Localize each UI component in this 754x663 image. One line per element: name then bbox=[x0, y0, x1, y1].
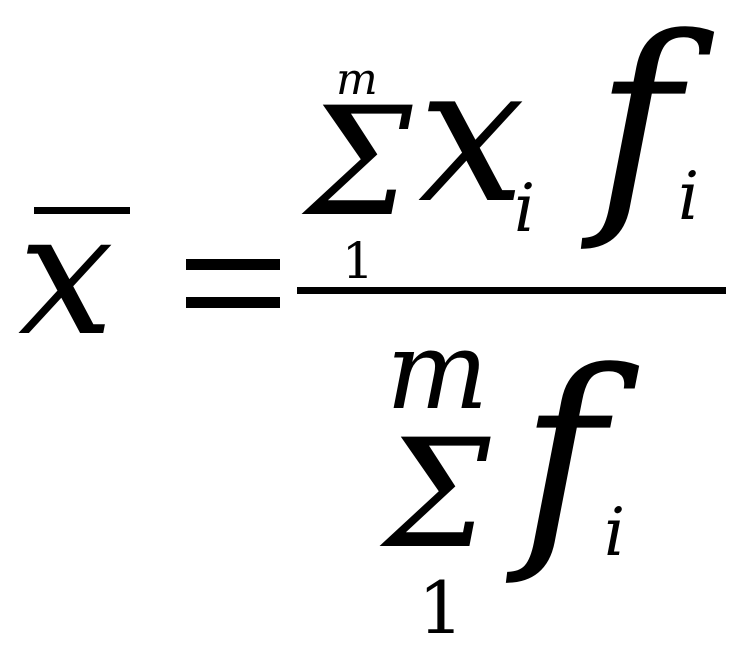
equals-bar-top bbox=[186, 259, 280, 270]
denominator-sum-upper-limit: m bbox=[386, 309, 489, 434]
denominator-sum-symbol: Σ bbox=[384, 408, 491, 582]
overbar bbox=[34, 207, 130, 214]
numerator-sum-upper-limit: m bbox=[336, 54, 378, 105]
denominator-sum-lower-limit: 1 bbox=[418, 566, 464, 650]
numerator-f-term: f bbox=[595, 0, 681, 256]
numerator-sum-lower-limit: 1 bbox=[342, 232, 374, 290]
denominator-f-subscript: i bbox=[604, 494, 626, 571]
numerator-sum-symbol: Σ bbox=[306, 76, 413, 250]
numerator-x-term: x bbox=[418, 24, 526, 245]
denominator-f-term: f bbox=[520, 323, 606, 590]
fraction-bar bbox=[297, 287, 726, 294]
mean-variable: x bbox=[18, 176, 114, 374]
numerator-x-subscript: i bbox=[514, 170, 536, 247]
numerator-f-subscript: i bbox=[678, 158, 700, 235]
equals-bar-bottom bbox=[186, 297, 280, 308]
